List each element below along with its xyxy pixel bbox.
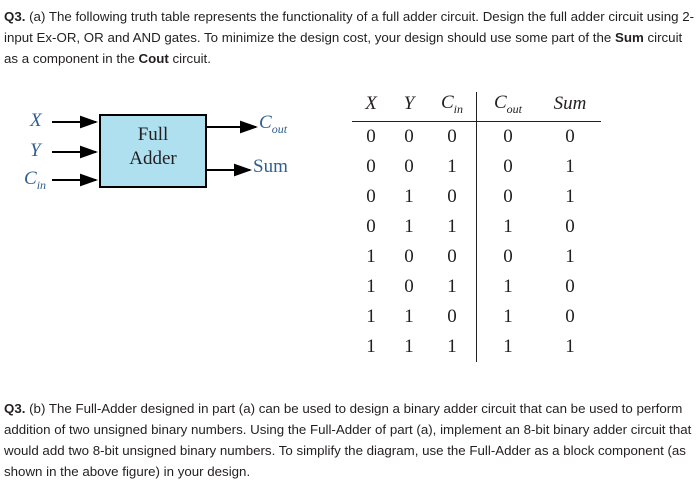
cell-x: 0 [366,125,376,147]
question-a-text: (a) The following truth table represents… [4,9,695,45]
truth-table-header-row: X Y Cin Cout Sum [352,92,601,122]
cell-cout: 0 [503,125,513,147]
cell-x: 1 [366,245,376,267]
cell-y: 1 [404,215,414,237]
cell-sum: 0 [565,275,575,297]
question-b-text: (b) The Full-Adder designed in part (a) … [4,401,692,479]
question-a-bold-cout: Cout [138,51,169,66]
cell-x: 0 [366,215,376,237]
cell-cin: 0 [428,121,477,152]
cell-cin: 0 [428,241,477,272]
cell-x: 0 [366,185,376,207]
question-a-bold-sum: Sum [614,30,644,45]
input-y-name: Y [30,140,41,161]
cell-y: 1 [404,185,414,207]
cell-cout: 0 [503,245,513,267]
table-row: 1 1 0 1 0 [352,301,601,332]
cell-sum: 0 [565,125,575,147]
header-cin: Cin [428,92,477,122]
input-x-name: X [30,110,42,131]
cell-y: 1 [404,335,414,357]
cell-y: 0 [404,125,414,147]
cell-x: 1 [366,275,376,297]
cell-cin: 1 [428,211,477,242]
output-cout-sub: out [271,121,288,136]
cell-cin: 0 [428,301,477,332]
cell-y: 1 [404,305,414,327]
question-a-tail: circuit. [168,51,211,66]
cell-cout: 1 [503,275,513,297]
cell-y: 0 [404,155,414,177]
table-row: 0 1 0 0 1 [352,181,601,212]
header-x: X [352,92,390,122]
output-cout-name: C [259,112,272,133]
diagram-input-label-y: Y [30,140,41,162]
cell-sum: 0 [565,215,575,237]
cell-cin: 1 [428,331,477,362]
cell-cout: 1 [503,215,513,237]
cell-cin: 1 [428,271,477,302]
header-cout: Cout [476,92,539,122]
diagram-output-label-sum: Sum [253,156,288,178]
question-a-paragraph: Q3. (a) The following truth table repres… [4,6,696,69]
diagram-output-label-cout: Cout [259,112,287,137]
cell-cout: 1 [503,335,513,357]
table-row: 1 1 1 1 1 [352,331,601,362]
table-row: 0 1 1 1 0 [352,211,601,242]
diagram-input-label-x: X [30,110,42,132]
table-row: 1 0 1 1 0 [352,271,601,302]
output-sum-name: Sum [253,156,288,177]
diagram-arrows [52,115,258,187]
table-row: 0 0 0 0 0 [352,121,601,152]
cell-cin: 0 [428,181,477,212]
cell-sum: 0 [565,305,575,327]
cell-sum: 1 [565,245,575,267]
cell-sum: 1 [565,155,575,177]
question-b-label: Q3. [4,401,26,416]
truth-table: X Y Cin Cout Sum 0 0 0 0 0 0 0 1 0 1 [352,92,601,362]
table-row: 0 0 1 0 1 [352,151,601,182]
cell-x: 0 [366,155,376,177]
header-y: Y [390,92,428,122]
block-label-line2: Adder [129,148,177,169]
full-adder-block: Full Adder [99,114,207,188]
cell-cin: 1 [428,151,477,182]
table-row: 1 0 0 0 1 [352,241,601,272]
cell-x: 1 [366,335,376,357]
cell-y: 0 [404,275,414,297]
question-b-paragraph: Q3. (b) The Full-Adder designed in part … [4,398,696,482]
cell-x: 1 [366,305,376,327]
cell-cout: 0 [503,155,513,177]
diagram-input-label-cin: Cin [24,168,46,193]
cell-y: 0 [404,245,414,267]
question-a-label: Q3. [4,9,26,24]
header-sum: Sum [539,92,601,122]
cell-cout: 0 [503,185,513,207]
full-adder-block-diagram: Full Adder X Y Cin Cout Sum [6,96,336,281]
input-cin-name: C [24,168,37,189]
input-cin-sub: in [36,177,47,192]
cell-sum: 1 [565,335,575,357]
cell-cout: 1 [503,305,513,327]
block-label-line1: Full [137,124,169,145]
cell-sum: 1 [565,185,575,207]
truth-table-container: X Y Cin Cout Sum 0 0 0 0 0 0 0 1 0 1 [352,92,601,362]
question-a-mid: circuit as a component in the [4,30,683,66]
truth-table-body: 0 0 0 0 0 0 0 1 0 1 0 1 0 0 1 0 [352,121,601,362]
